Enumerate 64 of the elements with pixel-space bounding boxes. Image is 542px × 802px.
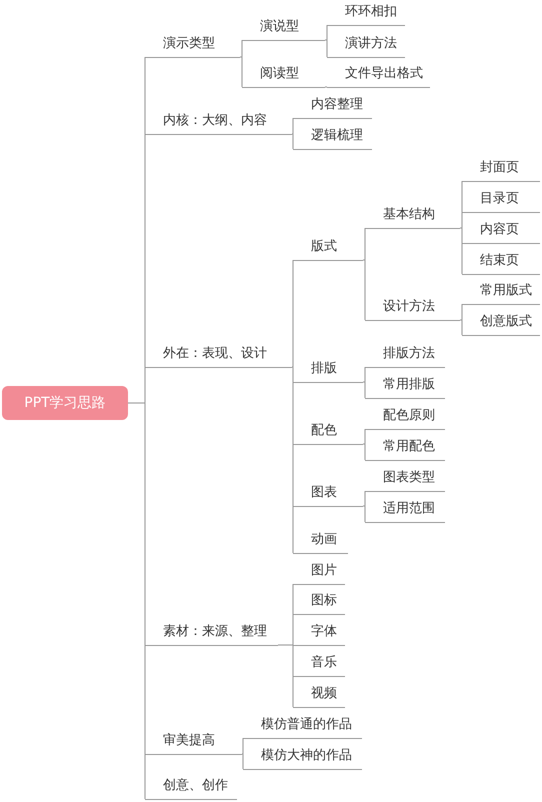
connector-line: [242, 738, 244, 754]
connector-line: [362, 366, 366, 382]
topic-label: 演讲方法: [327, 34, 405, 58]
connector-line: [460, 212, 462, 228]
topic-label: 图标: [293, 591, 345, 615]
topic-label: 逻辑梳理: [293, 126, 372, 150]
connector-line: [242, 754, 244, 770]
topic-label: 结束页: [462, 251, 540, 275]
connector-line: [292, 260, 294, 368]
topic-label: 阅读型: [242, 64, 325, 88]
connector-line: [460, 304, 462, 320]
topic-label: 常用配色: [365, 437, 445, 461]
topic-label: 封面页: [462, 158, 540, 182]
connector-line: [292, 366, 294, 554]
topic-label: 配色: [293, 421, 363, 445]
connector-line: [460, 228, 462, 274]
connector-line: [362, 506, 366, 522]
topic-label: 素材：来源、整理: [145, 622, 278, 646]
connector-line: [362, 382, 366, 398]
topic-label: 内核：大纲、内容: [145, 111, 292, 135]
topic-label: 内容整理: [293, 95, 372, 119]
topic-label: 动画: [293, 530, 348, 554]
connector-line: [362, 228, 366, 260]
topic-label: 常用排版: [365, 375, 445, 399]
root-topic: PPT学习思路: [2, 386, 128, 420]
topic-label: 环环相扣: [327, 2, 405, 26]
connector-line: [292, 118, 294, 134]
topic-label: 图片: [293, 561, 345, 585]
topic-label: 音乐: [293, 653, 345, 677]
topic-label: 演示类型: [145, 34, 240, 58]
connector-line: [278, 644, 294, 708]
topic-label: 演说型: [242, 17, 325, 41]
connector-line: [324, 40, 328, 58]
connector-line: [362, 490, 366, 506]
connector-line: [460, 320, 462, 336]
topic-label: 常用版式: [462, 281, 540, 305]
topic-label: 模仿大神的作品: [243, 746, 362, 770]
topic-label: 图表: [293, 483, 363, 507]
topic-label: 模仿普通的作品: [243, 715, 362, 739]
topic-label: 排版: [293, 359, 363, 383]
connector-line: [240, 56, 242, 88]
topic-label: 创意、创作: [145, 776, 237, 800]
topic-label: 排版方法: [365, 344, 445, 368]
connector-line: [362, 260, 366, 320]
topic-label: 视频: [293, 684, 345, 708]
topic-label: 外在：表现、设计: [145, 344, 292, 368]
connector-line: [324, 24, 328, 40]
connector-line: [292, 134, 294, 150]
topic-label: 字体: [293, 622, 345, 646]
topic-label: 基本结构: [365, 205, 460, 229]
connector-line: [362, 444, 366, 460]
topic-label: 内容页: [462, 220, 540, 244]
topic-label: 图表类型: [365, 468, 445, 492]
connector-line: [240, 40, 242, 58]
connector-line: [324, 86, 328, 88]
connector-line: [362, 428, 366, 444]
topic-label: 适用范围: [365, 499, 445, 523]
topic-label: 创意版式: [462, 312, 540, 336]
topic-label: 设计方法: [365, 297, 460, 321]
topic-label: 审美提高: [145, 731, 242, 755]
topic-label: 文件导出格式: [327, 64, 430, 88]
topic-label: 目录页: [462, 189, 540, 213]
topic-label: 版式: [293, 237, 363, 261]
topic-label: 配色原则: [365, 406, 445, 430]
